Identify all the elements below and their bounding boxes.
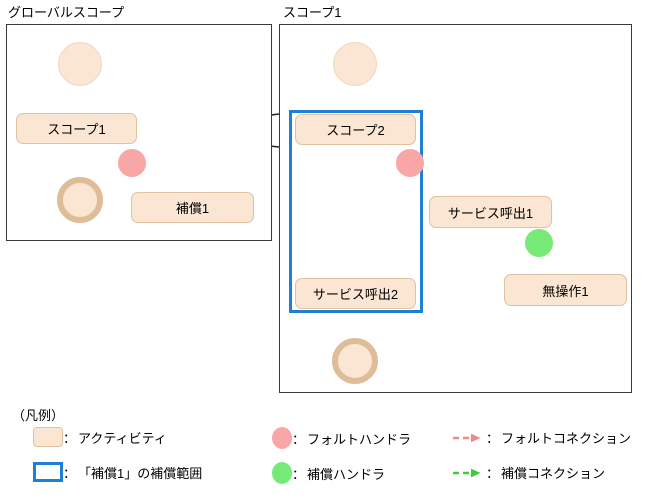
- legend-separator: ：: [292, 466, 306, 482]
- start-event-global: [58, 42, 102, 86]
- activity-scope1[interactable]: スコープ1: [16, 113, 137, 144]
- legend-item-fault-handler: ： フォルトハンドラ: [272, 427, 411, 449]
- legend-item-compensation-connection: ： 補償コネクション: [452, 463, 605, 482]
- compensation-handler-swatch-icon: [272, 462, 292, 484]
- legend-title: （凡例）: [12, 408, 65, 423]
- activity-swatch-icon: [33, 427, 63, 447]
- compensation-connection-swatch-icon: [453, 468, 481, 477]
- compensation-scope-swatch-icon: [33, 462, 63, 482]
- panel-title-scope1: スコープ1: [283, 5, 342, 20]
- fault-handler-icon-scope2[interactable]: [396, 149, 424, 177]
- activity-noop-1[interactable]: 無操作1: [504, 274, 627, 306]
- legend-separator: ：: [486, 466, 500, 481]
- legend-separator: ：: [63, 430, 77, 446]
- legend-separator: ：: [486, 431, 500, 446]
- legend-label-fault-connection: フォルトコネクション: [501, 431, 632, 446]
- activity-compensation1[interactable]: 補償1: [131, 192, 254, 223]
- compensation-handler-icon[interactable]: [525, 229, 553, 257]
- legend-label-compensation-scope: 「補償1」の補償範囲: [78, 465, 203, 481]
- end-event-global: [57, 177, 103, 223]
- compensation-scope-highlight: [289, 110, 423, 313]
- activity-service-call-1[interactable]: サービス呼出1: [429, 196, 552, 228]
- legend-separator: ：: [292, 431, 306, 447]
- fault-handler-icon-global[interactable]: [118, 149, 146, 177]
- fault-connection-swatch-icon: [453, 433, 481, 442]
- fault-handler-swatch-icon: [272, 427, 292, 449]
- legend-item-compensation-scope: ： 「補償1」の補償範囲: [33, 462, 202, 482]
- legend-label-compensation-connection: 補償コネクション: [501, 466, 606, 481]
- legend-label-activity: アクティビティ: [78, 430, 167, 446]
- start-event-scope1: [333, 42, 377, 86]
- legend-label-compensation-handler: 補償ハンドラ: [307, 466, 386, 482]
- activity-service-call-2[interactable]: サービス呼出2: [295, 278, 416, 309]
- legend-label-fault-handler: フォルトハンドラ: [307, 431, 412, 447]
- legend-item-fault-connection: ： フォルトコネクション: [452, 428, 631, 447]
- legend-item-compensation-handler: ： 補償ハンドラ: [272, 462, 385, 484]
- end-event-scope1: [332, 338, 378, 384]
- legend-separator: ：: [63, 465, 77, 481]
- panel-title-global-scope: グローバルスコープ: [8, 5, 125, 20]
- activity-scope2[interactable]: スコープ2: [295, 114, 416, 145]
- legend-item-activity: ： アクティビティ: [33, 427, 167, 447]
